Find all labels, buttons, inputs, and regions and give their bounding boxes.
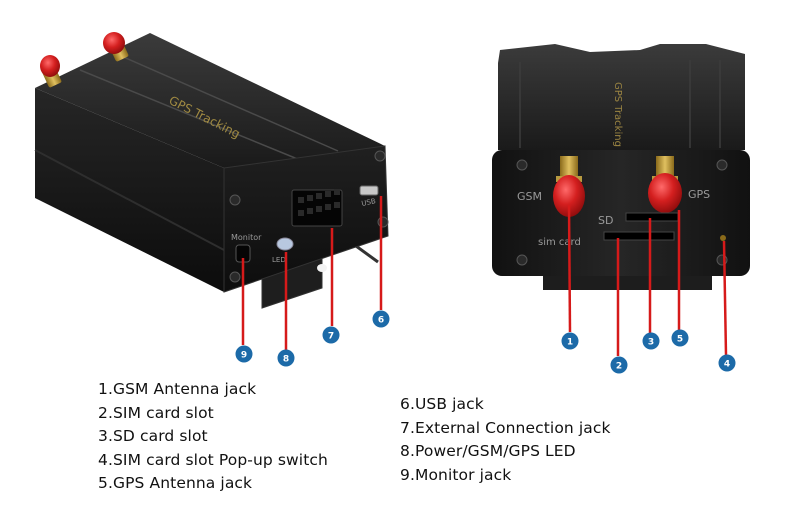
legend-item-4: 4.SIM card slot Pop-up switch — [98, 450, 328, 469]
right-device: GPS Tracking GSM GPS SD sim card — [492, 44, 750, 290]
connector-pins — [298, 189, 340, 216]
legend-left-column: 1.GSM Antenna jack 2.SIM card slot 3.SD … — [98, 378, 328, 496]
case-front-right — [492, 150, 750, 276]
marker-2: 2 — [610, 356, 628, 374]
marker-3: 3 — [642, 332, 660, 350]
case-print-right: GPS Tracking — [612, 82, 623, 147]
marker-3-number: 3 — [648, 338, 654, 348]
marker-8-number: 8 — [283, 355, 289, 365]
gps-label: GPS — [688, 188, 710, 201]
gps-antenna-right — [648, 156, 682, 213]
sim-popup-switch — [720, 235, 726, 241]
gsm-antenna-left — [40, 55, 62, 88]
marker-8: 8 — [277, 349, 295, 367]
sd-label: SD — [598, 214, 613, 227]
marker-6: 6 — [372, 310, 390, 328]
marker-1: 1 — [561, 332, 579, 350]
case-top — [35, 33, 385, 168]
usb-jack — [359, 185, 379, 196]
marker-7-number: 7 — [328, 332, 334, 342]
marker-9: 9 — [235, 345, 253, 363]
callout-markers: 9 8 7 6 1 2 3 5 — [235, 310, 736, 374]
left-device: GPS Tracking Monitor LED USB — [34, 32, 389, 309]
pointer-1 — [567, 204, 572, 333]
screw — [377, 216, 389, 228]
led-window — [276, 237, 294, 251]
legend-item-7: 7.External Connection jack — [400, 418, 611, 437]
marker-7: 7 — [322, 326, 340, 344]
led-label: LED — [272, 256, 286, 264]
bracket-hole — [317, 264, 327, 272]
gsm-antenna-right — [553, 156, 585, 217]
screw — [374, 150, 386, 162]
screw — [229, 194, 241, 206]
legend-item-1: 1.GSM Antenna jack — [98, 380, 257, 398]
legend-item-8: 8.Power/GSM/GPS LED — [400, 442, 576, 460]
case-top-right — [498, 44, 745, 150]
marker-5-number: 5 — [677, 335, 683, 345]
legend-right-column: 6.USB jack 7.External Connection jack 8.… — [400, 393, 611, 487]
usb-label: USB — [361, 197, 377, 208]
legend-item-3: 3.SD card slot — [98, 427, 208, 445]
callout-pointers — [241, 196, 728, 356]
screw — [516, 159, 528, 171]
case-rib — [79, 69, 301, 161]
marker-1-number: 1 — [567, 338, 573, 348]
pointer-4 — [722, 240, 728, 356]
marker-4: 4 — [718, 354, 736, 372]
screw — [229, 271, 241, 283]
legend-item-6: 6.USB jack — [400, 395, 484, 413]
marker-9-number: 9 — [241, 351, 247, 361]
legend-item-9: 9.Monitor jack — [400, 465, 512, 484]
case-groove — [34, 149, 225, 251]
sim-card-slot — [603, 231, 675, 241]
case-side — [35, 88, 224, 292]
sd-card-slot — [625, 212, 679, 222]
marker-6-number: 6 — [378, 316, 384, 326]
gsm-label: GSM — [517, 190, 542, 203]
marker-2-number: 2 — [616, 362, 622, 372]
legend-item-5: 5.GPS Antenna jack — [98, 474, 253, 492]
screw — [716, 159, 728, 171]
screw — [516, 254, 528, 266]
marker-4-number: 4 — [724, 360, 730, 370]
legend-item-2: 2.SIM card slot — [98, 403, 214, 422]
sim-card-label: sim card — [538, 237, 581, 248]
marker-5: 5 — [671, 329, 689, 347]
gps-antenna-left — [103, 32, 129, 62]
monitor-label: Monitor — [231, 233, 262, 242]
case-rib — [111, 51, 339, 152]
